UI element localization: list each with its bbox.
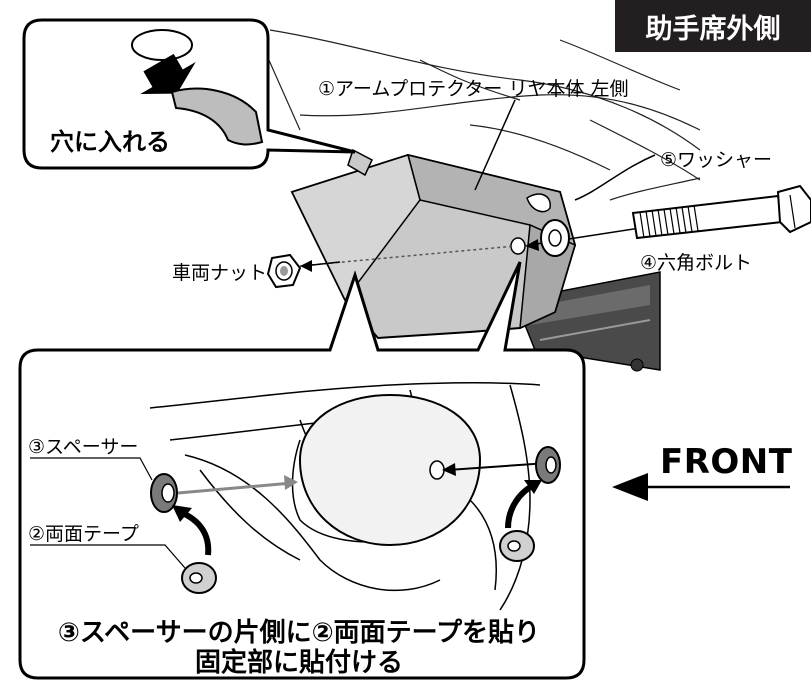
tape-left-graphic xyxy=(172,505,217,594)
vehicle-nut-graphic xyxy=(266,253,302,289)
tape-right-graphic xyxy=(499,480,542,562)
installation-instruction: ③スペーサーの片側に②両面テープを貼り 固定部に貼付ける xyxy=(14,618,584,678)
hex-bolt-label: ④六角ボルト xyxy=(640,252,753,274)
washer-graphic xyxy=(540,219,570,257)
spacer-detail-inset xyxy=(18,261,586,680)
inset-leader-lines xyxy=(30,457,186,569)
double-sided-tape-label: ②両面テープ xyxy=(28,523,139,545)
vehicle-nut-label: 車両ナット xyxy=(172,262,268,284)
hex-bolt-graphic xyxy=(631,184,811,240)
insert-hole-caption: 穴に入れる xyxy=(50,128,170,156)
spacer-label: ③スペーサー xyxy=(28,436,139,458)
instruction-line-2: 固定部に貼付ける xyxy=(194,648,403,678)
front-direction-label: FRONT xyxy=(660,442,793,482)
insert-hole-inset xyxy=(22,18,356,170)
vehicle-body-lines xyxy=(259,29,701,201)
instruction-line-1: ③スペーサーの片側に②両面テープを貼り xyxy=(57,618,541,648)
washer-label: ⑤ワッシャー xyxy=(660,149,773,171)
front-arrow xyxy=(612,473,790,501)
leader-lines xyxy=(474,99,656,201)
position-badge: 助手席外側 xyxy=(615,0,811,52)
spacer-right-graphic xyxy=(535,446,561,484)
arm-protector-label: ①アームプロテクター リヤ本体 左側 xyxy=(318,78,629,100)
spacer-left-graphic xyxy=(150,473,178,513)
